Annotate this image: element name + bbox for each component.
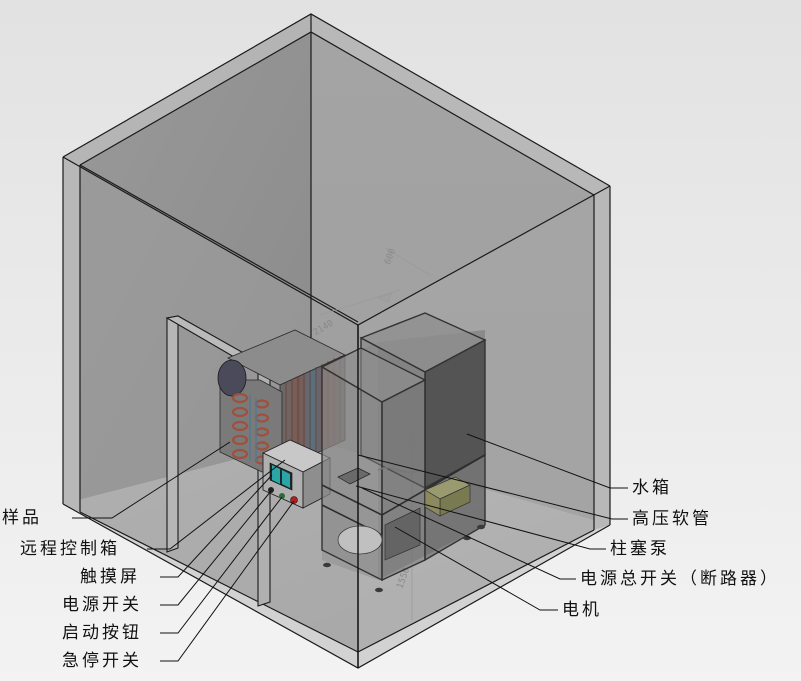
label-motor: 电机 [562, 600, 602, 620]
right-rim [594, 186, 610, 530]
label-touch-screen: 触摸屏 [80, 567, 140, 587]
label-plunger-pump: 柱塞泵 [610, 539, 670, 559]
emergency-stop [290, 496, 298, 504]
sample-unit [217, 329, 346, 473]
label-water-tank: 水箱 [632, 478, 672, 498]
label-emergency-stop: 急停开关 [62, 651, 142, 671]
room-shell [62, 13, 611, 669]
label-main-power-switch: 电源总开关（断路器） [580, 569, 780, 589]
top-rim [63, 14, 610, 195]
left-rim [63, 157, 80, 512]
label-high-pressure-hose: 高压软管 [632, 509, 712, 529]
floor-rim [63, 504, 610, 668]
label-start-button: 启动按钮 [62, 623, 142, 643]
equipment-cabinet [320, 312, 487, 593]
leader-lines [72, 433, 628, 662]
label-sample: 样品 [2, 508, 42, 528]
label-remote-control-box: 远程控制箱 [20, 539, 120, 559]
motor [337, 525, 383, 555]
power-switch [268, 487, 274, 493]
label-power-switch: 电源开关 [62, 595, 142, 615]
main-power-switch [337, 467, 371, 485]
start-button [279, 493, 285, 499]
high-pressure-hose [377, 467, 421, 473]
remote-control-box [261, 439, 332, 509]
